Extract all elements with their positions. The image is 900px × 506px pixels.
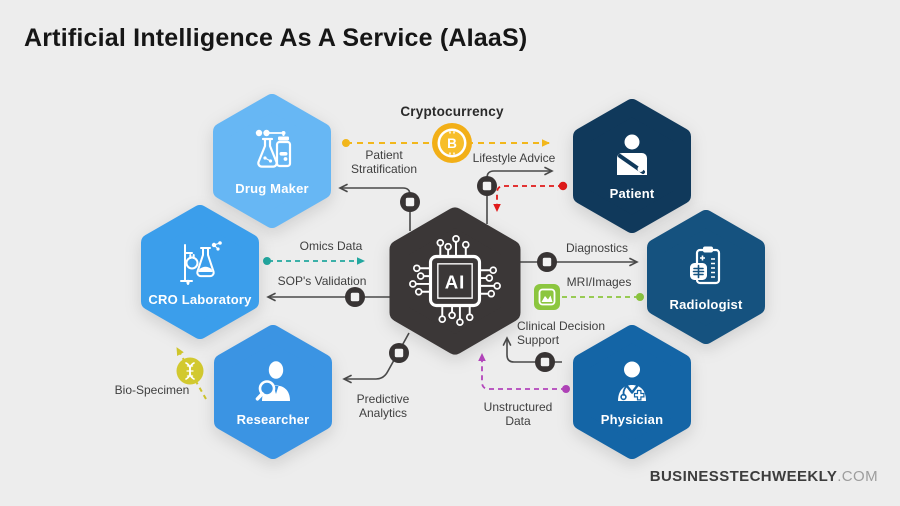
flask-and-pill-bottle-icon xyxy=(255,129,292,168)
label-bio-specimen: Bio-Specimen xyxy=(114,383,190,397)
site-watermark: BUSINESSTECHWEEKLY.COM xyxy=(650,468,878,485)
arrow-start-dot xyxy=(636,293,644,301)
doctor-stethoscope-icon xyxy=(618,361,646,401)
label-patient-stratification: Patient Stratification xyxy=(350,148,418,176)
label-clinical-decision-support: Clinical Decision Support xyxy=(517,319,606,347)
label-mri-images: MRI/Images xyxy=(566,275,632,289)
arrow-start-dot xyxy=(342,139,350,147)
label-diagnostics: Diagnostics xyxy=(565,241,629,255)
hexagon-radiologist: Radiologist xyxy=(646,209,766,345)
lab-flasks-icon xyxy=(180,241,222,285)
bitcoin-icon: B xyxy=(432,123,472,163)
hexagon-label: CRO Laboratory xyxy=(148,292,252,307)
image-icon xyxy=(534,284,560,310)
hexagon-label: Radiologist xyxy=(669,297,743,312)
hexagon-researcher: Researcher xyxy=(213,324,333,460)
chain-link-node xyxy=(477,176,497,196)
chain-link-node xyxy=(535,352,555,372)
person-magnifier-icon xyxy=(255,361,290,401)
arrow-start-dot xyxy=(562,385,570,393)
chain-link-node xyxy=(345,287,365,307)
hexagon-cro-laboratory: CRO Laboratory xyxy=(140,204,260,340)
hexagon-label: Physician xyxy=(600,412,664,427)
watermark-light-text: .COM xyxy=(837,468,878,485)
watermark-bold-text: BUSINESSTECHWEEKLY xyxy=(649,468,838,485)
hexagon-label: Researcher xyxy=(236,412,310,427)
arrow-start-dot xyxy=(263,257,271,265)
hexagon-physician: Physician xyxy=(572,324,692,460)
page-title: Artificial Intelligence As A Service (AI… xyxy=(24,24,528,52)
arrow-predictive-analytics xyxy=(342,332,410,384)
label-cryptocurrency: Cryptocurrency xyxy=(400,104,504,119)
label-omics-data: Omics Data xyxy=(299,239,363,253)
dna-icon xyxy=(176,357,204,385)
person-arm-sling-icon xyxy=(617,134,647,175)
arrow-patient-data xyxy=(493,185,563,212)
hexagon-drug-maker: Drug Maker xyxy=(212,93,332,229)
ai-chip-icon: AI xyxy=(409,235,501,326)
arrow-clinical-decision-support xyxy=(502,336,562,363)
ai-chip-label: AI xyxy=(445,271,466,292)
arrow-unstructured-data xyxy=(478,353,566,390)
svg-text:B: B xyxy=(447,136,457,151)
clipboard-xray-icon xyxy=(690,246,721,285)
arrow-start-dot xyxy=(558,181,568,191)
hexagon-ai: AI xyxy=(389,207,521,355)
hexagon-patient: Patient xyxy=(572,98,692,234)
chain-link-node xyxy=(537,252,557,272)
label-unstructured-data: Unstructured Data xyxy=(483,400,553,428)
hexagon-label: Patient xyxy=(609,186,655,201)
hexagon-label: Drug Maker xyxy=(235,181,309,196)
label-lifestyle-advice: Lifestyle Advice xyxy=(472,151,556,165)
hexagon-shape xyxy=(389,207,521,355)
label-sops-validation: SOP's Validation xyxy=(277,274,367,288)
label-predictive-analytics: Predictive Analytics xyxy=(356,392,410,420)
